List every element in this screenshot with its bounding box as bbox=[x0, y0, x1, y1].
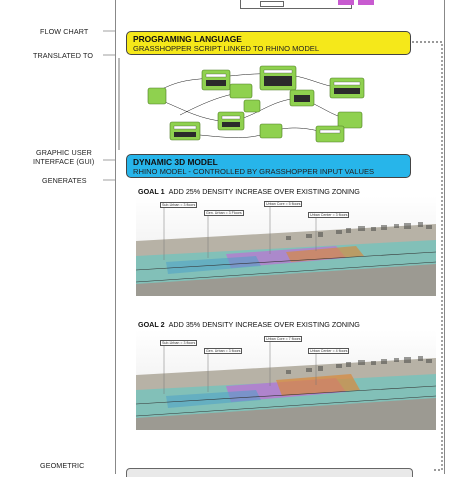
flow-frame bbox=[115, 0, 445, 474]
bottom-box-fragment bbox=[126, 468, 413, 477]
goal-1-callout-gen-urban: Gen. Urban = 3 Floors bbox=[204, 210, 244, 216]
label-flow-chart: FLOW CHART bbox=[40, 27, 89, 36]
programming-subtitle: GRASSHOPPER SCRIPT LINKED TO RHINO MODEL bbox=[133, 44, 320, 53]
goal-1-label: GOAL 1 bbox=[138, 187, 165, 196]
label-gui-line1: GRAPHIC USER bbox=[36, 148, 92, 157]
goal-2-city-render: Sub-Urban = 3 floors Gen. Urban = 3 floo… bbox=[136, 330, 436, 430]
goal-2-callout-urban-center: Urban Center = 4 floors bbox=[308, 348, 350, 354]
goal-2-callout-urban-core: Urban Core = 7 floors bbox=[264, 336, 303, 342]
programming-language-box: PROGRAMING LANGUAGE GRASSHOPPER SCRIPT L… bbox=[126, 31, 411, 55]
model-subtitle: RHINO MODEL - CONTROLLED BY GRASSHOPPER … bbox=[133, 167, 375, 176]
label-gui-line2: INTERFACE (GUI) bbox=[33, 157, 95, 166]
goal-1-callout-urban-center: Urban Center = 3 floors bbox=[308, 212, 350, 218]
goal-2-callout-sub-urban: Sub-Urban = 3 floors bbox=[160, 340, 198, 346]
label-translated-to: TRANSLATED TO bbox=[33, 51, 94, 60]
goal-2-text: ADD 35% DENSITY INCREASE OVER EXISTING Z… bbox=[168, 320, 360, 329]
programming-title: PROGRAMING LANGUAGE bbox=[133, 34, 242, 44]
label-geometric: GEOMETRIC bbox=[40, 461, 85, 470]
goal-1-city-render: Sub-Urban = 3 floors Gen. Urban = 3 Floo… bbox=[136, 196, 436, 296]
grasshopper-node-graph bbox=[147, 65, 365, 143]
goal-1-callout-urban-core: Urban Core = 5 floors bbox=[264, 201, 303, 207]
goal-1-text: ADD 25% DENSITY INCREASE OVER EXISTING Z… bbox=[168, 187, 360, 196]
model-title: DYNAMIC 3D MODEL bbox=[133, 157, 218, 167]
goal-2-callout-gen-urban: Gen. Urban = 3 floors bbox=[204, 348, 243, 354]
top-flowchart-fragment bbox=[200, 0, 380, 10]
label-generates: GENERATES bbox=[42, 176, 87, 185]
dynamic-3d-model-box: DYNAMIC 3D MODEL RHINO MODEL - CONTROLLE… bbox=[126, 154, 411, 178]
goal-2-label: GOAL 2 bbox=[138, 320, 165, 329]
goal-1-callout-sub-urban: Sub-Urban = 3 floors bbox=[160, 202, 198, 208]
